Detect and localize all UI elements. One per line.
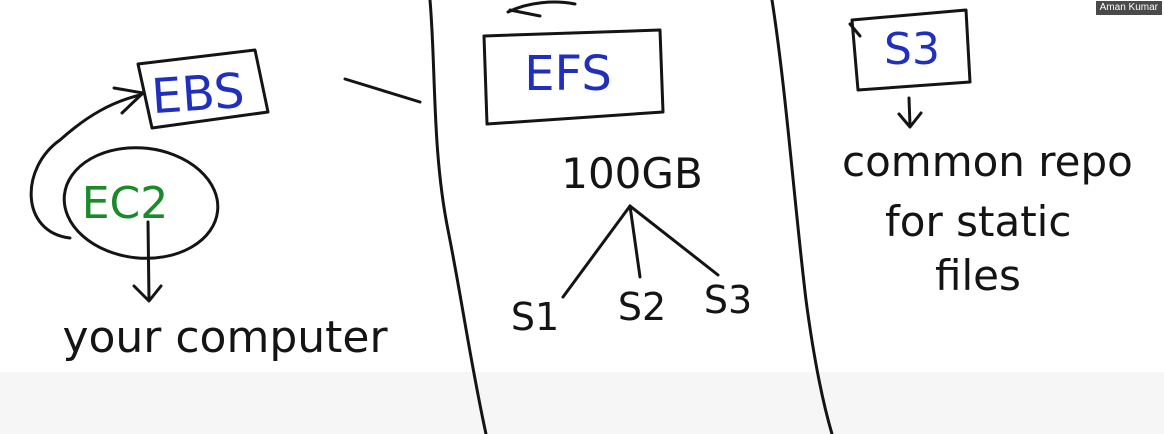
your-computer-caption: your computer (62, 312, 388, 363)
server-label-3: S3 (704, 278, 752, 322)
note-line-3: files (935, 251, 1021, 300)
note-line-1: common repo (842, 137, 1133, 186)
tree-line-3 (628, 204, 720, 277)
s3-box (850, 8, 972, 92)
participant-name-tag: Aman Kumar (1095, 1, 1162, 15)
loop-arrowhead (112, 86, 145, 115)
efs-label: EFS (524, 46, 612, 102)
divider-right (770, 0, 834, 434)
capacity-label: 100GB (561, 149, 703, 198)
note-line-2: for static (885, 197, 1071, 246)
ec2-label: EC2 (82, 178, 169, 229)
divider-left (428, 0, 488, 434)
loop-arrow (29, 93, 142, 240)
efs-box (482, 28, 665, 126)
tree-line-2 (628, 204, 642, 279)
s3-box-corner-mark (848, 22, 862, 38)
efs-top-arrow-mark (506, 0, 577, 18)
ec2-ellipse (62, 146, 220, 260)
s3-label: S3 (884, 24, 940, 75)
ebs-label: EBS (150, 63, 247, 125)
down-arrow-s3 (897, 96, 923, 129)
tree-line-1 (561, 204, 632, 299)
server-label-1: S1 (511, 295, 559, 339)
server-label-2: S2 (618, 285, 666, 329)
down-arrow-ec2 (132, 220, 163, 303)
ebs-box (136, 48, 270, 130)
connector-line (343, 77, 422, 104)
